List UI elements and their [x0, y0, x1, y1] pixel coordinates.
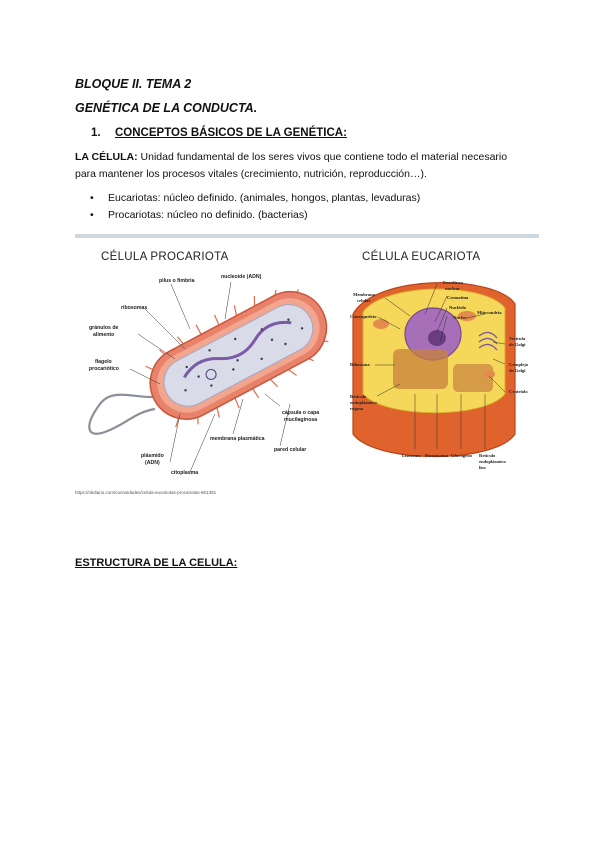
label-eu-envelope-2: nuclear [445, 286, 460, 291]
label-eu-nucleolus: Nucléolo [449, 305, 467, 310]
label-granules: gránulos de [89, 325, 119, 331]
eukaryote-leader-lines [375, 283, 506, 449]
bullet-dot: • [90, 209, 94, 221]
prokaryote-leader-lines [129, 281, 291, 473]
label-eu-mitochondria: Mitocondria [477, 310, 502, 315]
cell-term: LA CÉLULA: [75, 151, 138, 163]
label-plasmid-2: (ADN) [145, 460, 160, 466]
cell-definition-line1: Unidad fundamental de los seres vivos qu… [137, 151, 508, 163]
block-title: BLOQUE II. TEMA 2 [75, 77, 192, 91]
label-ribosomes: ribosomas [121, 305, 148, 311]
eukaryote-cell [352, 282, 516, 458]
section-heading-text: CONCEPTOS BÁSICOS DE LA GENÉTICA: [115, 127, 347, 139]
cell-definition-line2: para mantener los procesos vitales (crec… [75, 168, 427, 180]
figure-source-caption: https://okdiario.com/curiosidades/celula… [75, 490, 217, 495]
page-title: GENÉTICA DE LA CONDUCTA. [75, 101, 258, 115]
section-heading-2: ESTRUCTURA DE LA CELULA: [75, 557, 238, 569]
label-granules-2: alimento [93, 332, 115, 338]
label-membrane: membrana plasmática [210, 436, 265, 442]
label-eu-golgi-2: de Golgi [509, 368, 526, 373]
cell-illustrations [88, 281, 516, 473]
label-eu-smooth-er: Retículo [479, 453, 496, 458]
label-capsule: cápsula o capa [282, 410, 320, 416]
eukaryote-title: CÉLULA EUCARIOTA [362, 251, 481, 263]
label-eu-chromatin: Cromatina [447, 295, 469, 300]
label-plasmid: plásmido [141, 453, 164, 459]
label-eu-smooth-er-3: liso [479, 465, 486, 470]
label-eu-lysosome: Lisosoma [402, 453, 421, 458]
label-eu-envelope: Envoltura [443, 280, 463, 285]
label-eu-membrane-2: celular [357, 298, 371, 303]
flagellum-shape [88, 393, 164, 435]
bullet-item: • Eucariotas: núcleo definido. (animales… [90, 192, 421, 204]
prokaryote-title: CÉLULA PROCARIOTA [101, 251, 229, 263]
bullet-dot: • [90, 192, 94, 204]
label-cytoplasm: citoplasma [171, 470, 199, 476]
label-eu-glycogen: Glucógeno [451, 453, 472, 458]
label-eu-ribosomes: Ribosoma [350, 362, 370, 367]
cell-figure: CÉLULA PROCARIOTA CÉLULA EUCARIOTA [75, 234, 539, 502]
label-eu-vesicle: Vesícula [509, 336, 526, 341]
label-wall: pared celular [274, 447, 307, 453]
figure-top-bar [75, 234, 539, 238]
label-eu-rough-er-2: endoplásmico [350, 400, 377, 405]
cell-definition: LA CÉLULA: Unidad fundamental de los ser… [75, 149, 545, 183]
label-flagellum-2: procariótico [89, 366, 119, 372]
bullet-item: • Procariotas: núcleo no definido. (bact… [90, 209, 308, 221]
label-eu-cytoplasm: Citoesqueleto [350, 314, 377, 319]
section-number: 1. [91, 127, 101, 139]
label-nucleoid: nucleoide (ADN) [221, 274, 262, 280]
label-eu-centrioles: Centríolo [509, 389, 528, 394]
label-eu-membrane: Membrana [353, 292, 375, 297]
section-heading-1: 1. CONCEPTOS BÁSICOS DE LA GENÉTICA: [91, 127, 347, 139]
label-eu-nucleus: Núcleo [453, 315, 467, 320]
label-eu-rough-er: Retículo [350, 394, 367, 399]
label-capsule-2: mucilaginosa [284, 417, 318, 423]
bullet-text: Eucariotas: núcleo definido. (animales, … [108, 192, 421, 204]
label-eu-smooth-er-2: endoplásmico [479, 459, 506, 464]
label-eu-vesicle-2: de Golgi [509, 342, 526, 347]
label-flagellum: flagelo [95, 359, 112, 365]
label-pilus: pilus o fimbria [159, 278, 195, 284]
prokaryote-cell [145, 289, 329, 428]
label-eu-rough-er-3: rugoso [350, 406, 364, 411]
bullet-text: Procariotas: núcleo no definido. (bacter… [108, 209, 308, 221]
label-eu-golgi: Complejo [509, 362, 529, 367]
label-eu-peroxisome: Peroxisoma [425, 453, 448, 458]
